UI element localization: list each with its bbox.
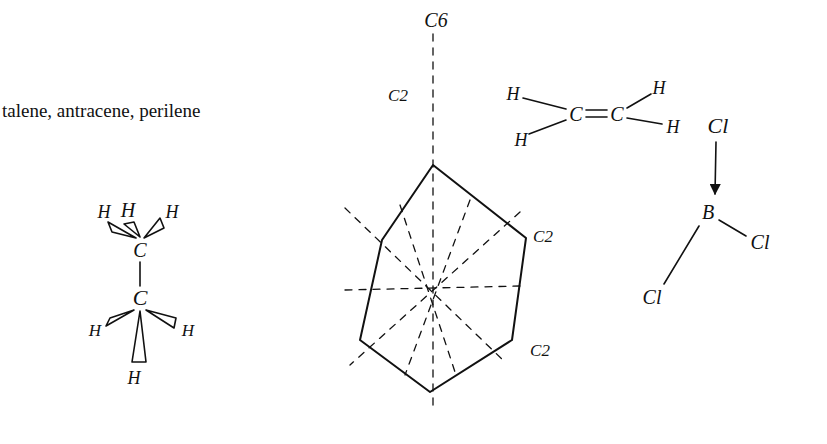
atom-label: H <box>98 203 111 221</box>
atom-label: H <box>515 131 528 149</box>
atom-label: Cl <box>751 232 770 252</box>
ch-bond <box>523 98 566 109</box>
atom-label: H <box>128 369 141 387</box>
ch-bond <box>529 120 566 134</box>
cc-double-bond <box>586 109 607 111</box>
wedge-bond <box>144 218 164 238</box>
symmetry-axis-label: C2 <box>388 87 408 104</box>
atom-label: H <box>89 322 101 339</box>
cc-bond <box>139 262 141 286</box>
atom-label: H <box>667 118 680 136</box>
cc-double-bond <box>586 116 607 118</box>
atom-label: C <box>610 104 623 124</box>
ch-bond <box>627 94 651 108</box>
wedge-bond <box>124 222 140 237</box>
wedge-bond <box>132 311 146 362</box>
atom-label: C <box>133 287 148 309</box>
atom-label: H <box>121 200 135 220</box>
wedge-bond <box>106 310 134 326</box>
atom-label: C <box>133 240 146 260</box>
atom-label: C <box>569 104 582 124</box>
atom-label: H <box>182 322 194 339</box>
ch-bond <box>627 118 662 124</box>
atom-label: H <box>166 203 179 221</box>
symmetry-axes <box>345 34 520 412</box>
atom-label: Cl <box>643 287 662 307</box>
caption-text: talene, antracene, perilene <box>2 101 200 120</box>
atom-label: H <box>507 85 520 103</box>
dative-arrow <box>715 142 716 194</box>
wedge-bond <box>146 310 176 328</box>
bcl-bond <box>719 220 746 236</box>
bcl-bond <box>664 226 699 284</box>
atom-label: H <box>653 79 666 97</box>
symmetry-axis-label: C2 <box>533 228 553 245</box>
symmetry-axis-label: C6 <box>424 10 447 30</box>
atom-label: Cl <box>708 115 729 137</box>
symmetry-axis-label: C2 <box>530 342 550 359</box>
atom-label: B <box>702 202 714 222</box>
